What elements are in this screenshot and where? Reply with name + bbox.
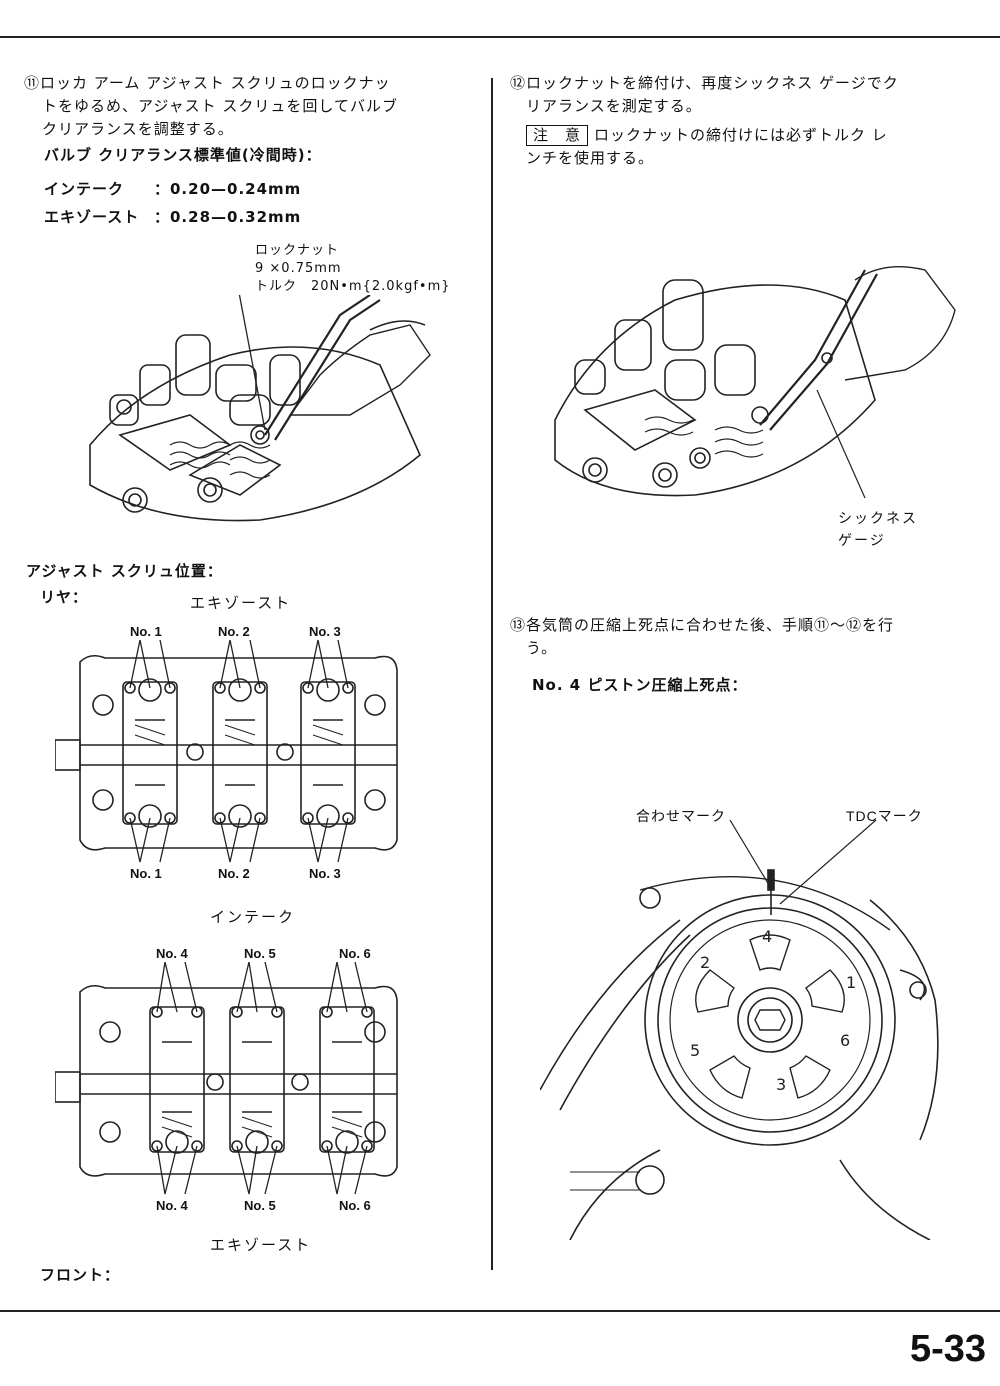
step13-marker: ⑬ bbox=[510, 616, 527, 634]
intake-value: ：0.20—0.24mm bbox=[154, 180, 302, 198]
align-mark-label: 合わせマーク bbox=[636, 809, 726, 825]
pulley-number-2: 2 bbox=[700, 953, 710, 972]
front-bot-cyl-6: No. 6 bbox=[339, 1198, 371, 1213]
caution-text1: ロックナットの締付けには必ずトルク レ bbox=[594, 126, 888, 144]
valve-spec-title: バルブ クリアランス標準値(冷間時)： bbox=[44, 146, 322, 164]
step11-text: ⑪ロッカ アーム アジャスト スクリュのロックナッ トをゆるめ、アジャスト スク… bbox=[24, 72, 484, 141]
step11-line1: ロッカ アーム アジャスト スクリュのロックナッ bbox=[40, 74, 391, 92]
gauge-label1: シックネス bbox=[838, 511, 918, 527]
front-label: フロント： bbox=[40, 1266, 121, 1284]
front-top-cyl-4: No. 4 bbox=[156, 946, 188, 961]
exhaust-spec-row: エキゾースト ：0.28—0.32mm bbox=[44, 206, 301, 229]
pulley-number-1: 1 bbox=[846, 973, 856, 992]
step13-line1: 各気筒の圧縮上死点に合わせた後、手順⑪～⑫を行 bbox=[526, 616, 895, 634]
bottom-rule bbox=[0, 1310, 1000, 1312]
locknut-callout: ロックナット 9 ×0.75mm トルク 20N•m{2.0kgf•m} bbox=[255, 242, 451, 296]
pulley-number-3: 3 bbox=[776, 1075, 786, 1094]
rear-top-cyl-2: No. 2 bbox=[218, 624, 250, 639]
adjust-position-title: アジャスト スクリュ位置： bbox=[26, 562, 223, 580]
rear-exhaust-label: エキゾースト bbox=[190, 594, 292, 612]
front-top-cyl-5: No. 5 bbox=[244, 946, 276, 961]
caution-box: 注 意 bbox=[526, 125, 589, 146]
step12-text: ⑫ロックナットを締付け、再度シックネス ゲージでク リアランスを測定する。 注 … bbox=[510, 72, 980, 170]
rear-cylinder-head-diagram bbox=[55, 640, 398, 863]
locknut-label: ロックナット bbox=[255, 243, 340, 258]
caution-row: 注 意ロックナットの締付けには必ずトルク レ bbox=[510, 124, 980, 147]
tdc-mark-label: TDCマーク bbox=[846, 808, 923, 824]
exhaust-value: ：0.28—0.32mm bbox=[154, 208, 302, 226]
locknut-torque: トルク 20N•m{2.0kgf•m} bbox=[255, 279, 451, 294]
locknut-wrench-illustration bbox=[89, 295, 431, 522]
crank-pulley-diagram: 4 2 1 5 6 3 bbox=[540, 820, 939, 1240]
front-top-cyl-6: No. 6 bbox=[339, 946, 371, 961]
gauge-label2: ゲージ bbox=[838, 533, 886, 549]
rear-bot-cyl-1: No. 1 bbox=[130, 866, 162, 881]
pulley-number-6: 6 bbox=[840, 1031, 850, 1050]
front-exhaust-label: エキゾースト bbox=[210, 1236, 312, 1254]
rear-label: リヤ： bbox=[40, 588, 89, 606]
thickness-gauge-illustration bbox=[554, 265, 956, 499]
pulley-number-4: 4 bbox=[762, 927, 772, 946]
front-bot-cyl-4: No. 4 bbox=[156, 1198, 188, 1213]
thickness-gauge-callout: シックネス ゲージ bbox=[838, 508, 918, 552]
column-divider bbox=[491, 78, 493, 1270]
caution-text2: ンチを使用する。 bbox=[526, 149, 655, 167]
rear-bot-cyl-2: No. 2 bbox=[218, 866, 250, 881]
step12-marker: ⑫ bbox=[510, 74, 527, 92]
step11-line2: トをゆるめ、アジャスト スクリュを回してバルブ bbox=[42, 97, 398, 115]
top-rule bbox=[0, 36, 1000, 38]
rear-bot-cyl-3: No. 3 bbox=[309, 866, 341, 881]
rear-intake-label: インテーク bbox=[210, 908, 296, 926]
step12-line1: ロックナットを締付け、再度シックネス ゲージでク bbox=[526, 74, 899, 92]
intake-spec-row: インテーク ：0.20—0.24mm bbox=[44, 178, 301, 201]
exhaust-label: エキゾースト bbox=[44, 208, 140, 226]
page-number: 5-33 bbox=[909, 1328, 986, 1370]
locknut-size: 9 ×0.75mm bbox=[255, 261, 342, 276]
step12-line2: リアランスを測定する。 bbox=[526, 97, 702, 115]
step13-text: ⑬各気筒の圧縮上死点に合わせた後、手順⑪～⑫を行 う。 bbox=[510, 614, 980, 660]
intake-label: インテーク bbox=[44, 180, 125, 198]
step13-line2: う。 bbox=[526, 639, 558, 657]
rear-top-cyl-3: No. 3 bbox=[309, 624, 341, 639]
step11-line3: クリアランスを調整する。 bbox=[42, 120, 234, 138]
front-bot-cyl-5: No. 5 bbox=[244, 1198, 276, 1213]
step11-marker: ⑪ bbox=[24, 74, 41, 92]
no4-tdc-title: No. 4 ピストン圧縮上死点： bbox=[532, 676, 748, 694]
pulley-number-5: 5 bbox=[690, 1041, 700, 1060]
front-cylinder-head-diagram bbox=[55, 962, 398, 1195]
rear-top-cyl-1: No. 1 bbox=[130, 624, 162, 639]
